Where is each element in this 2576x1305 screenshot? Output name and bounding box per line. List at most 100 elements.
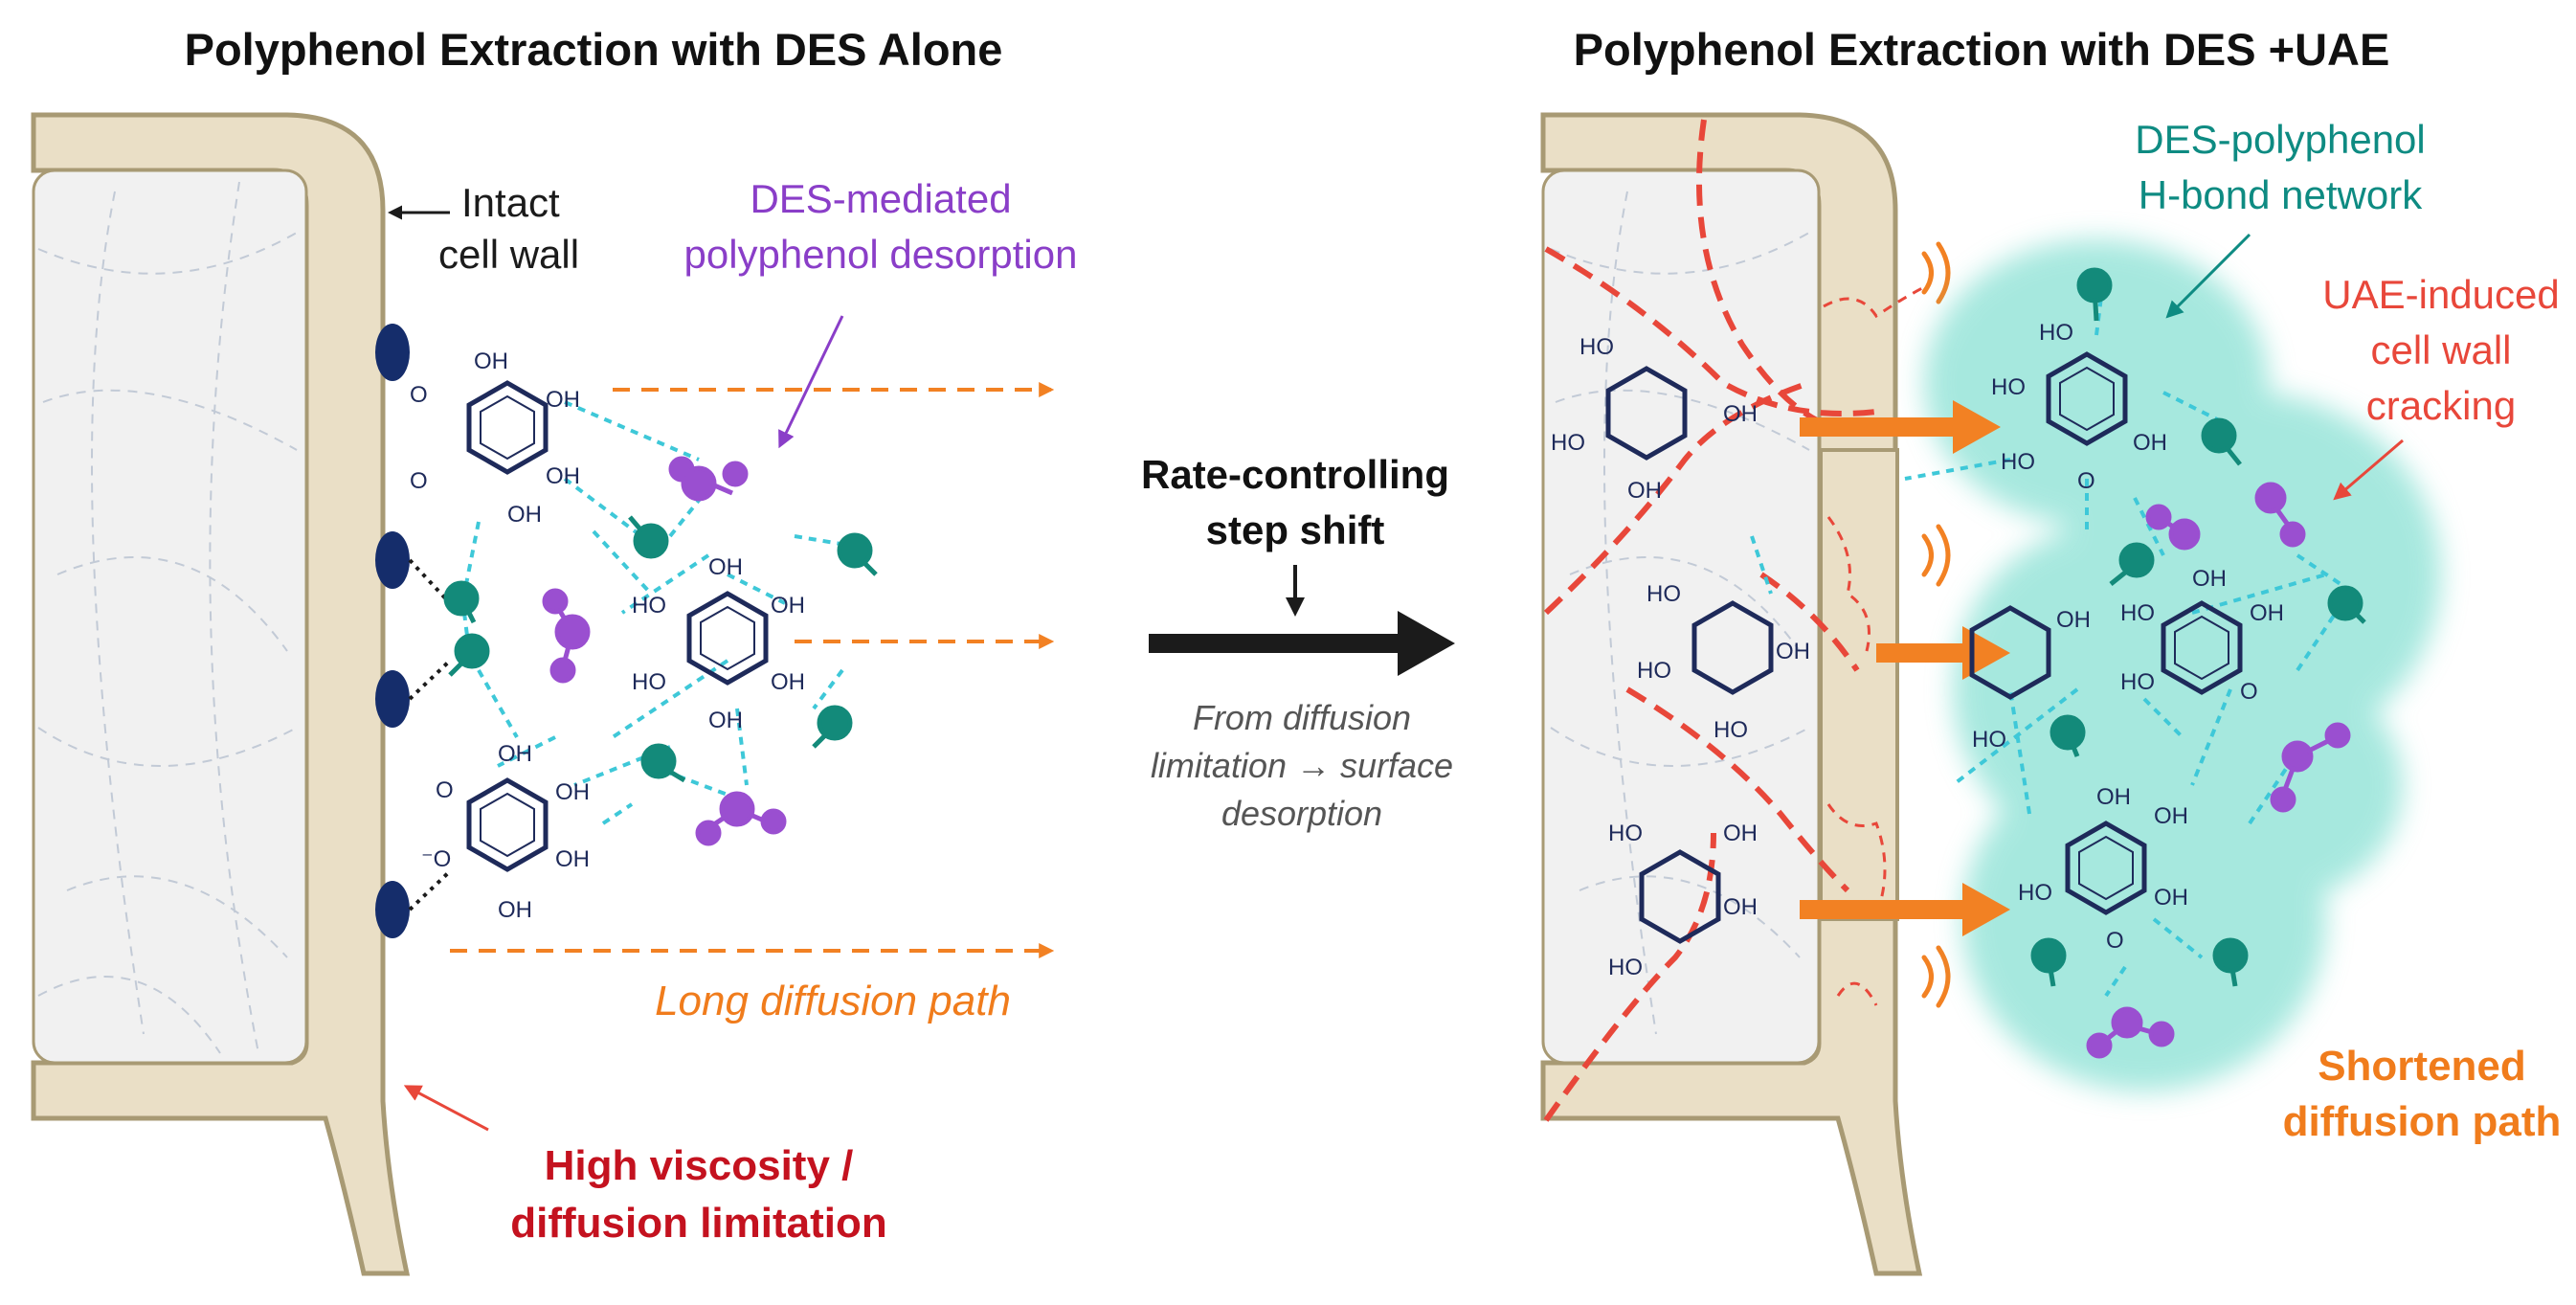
svg-text:OH: OH (771, 593, 805, 619)
svg-text:OH: OH (555, 846, 590, 872)
des-teal-molecules (2030, 267, 2366, 987)
svg-text:O: O (2240, 679, 2258, 705)
left-cytoskeleton (37, 181, 302, 1054)
svg-text:OH: OH (2250, 600, 2284, 626)
svg-text:OH: OH (1627, 478, 1662, 504)
h-bond-network-arrow (2165, 233, 2251, 319)
shortened-diffusion-arrows (1800, 400, 2010, 936)
svg-text:HO: HO (2120, 669, 2155, 695)
uae-cell-wall-cracks (1543, 119, 1877, 1122)
polyphenol-molecule: OH OH HO HO O (2120, 566, 2284, 705)
des-polyphenol-network-cloud (1924, 239, 2441, 1091)
left-panel-title: Polyphenol Extraction with DES Alone (185, 24, 1003, 75)
svg-text:HO: HO (2039, 320, 2073, 346)
svg-text:OH: OH (498, 897, 532, 923)
uae-cracking-label-3: cracking (2366, 383, 2516, 428)
h-bond-network-label-2: H-bond network (2139, 172, 2423, 217)
svg-text:OH: OH (1723, 821, 1758, 846)
des-desorption-label-2: polyphenol desorption (684, 232, 1078, 277)
svg-text:O: O (2077, 468, 2095, 494)
from-diffusion-label-3: desorption (1221, 794, 1382, 833)
des-desorption-label-1: DES-mediated (750, 176, 1011, 221)
polyphenol-molecule: HO OH OH HO (1608, 821, 1758, 980)
svg-text:OH: OH (546, 387, 580, 413)
svg-text:HO: HO (632, 669, 666, 695)
svg-text:O: O (2106, 928, 2124, 954)
svg-text:OH: OH (708, 708, 743, 733)
svg-text:OH: OH (474, 349, 508, 374)
svg-text:OH: OH (1723, 401, 1758, 427)
left-cytoplasm (32, 169, 308, 1065)
svg-text:OH: OH (2192, 566, 2227, 592)
svg-text:O: O (410, 382, 428, 408)
rate-step-label-1: Rate-controlling (1141, 452, 1449, 497)
uae-cracking-arrow (2333, 439, 2404, 501)
svg-text:OH: OH (507, 502, 542, 528)
svg-text:OH: OH (498, 741, 532, 767)
center-transition: Rate-controlling step shift From diffusi… (1141, 452, 1455, 833)
svg-text:OH: OH (2096, 784, 2131, 810)
right-h-bond-network (1750, 296, 2357, 998)
svg-text:OH: OH (2056, 607, 2091, 633)
uae-cracking-label-2: cell wall (2370, 327, 2511, 372)
des-teal-molecules (443, 515, 878, 783)
svg-text:HO: HO (1637, 658, 1671, 684)
des-desorption-arrow (778, 315, 844, 449)
h-bond-network-label-1: DES-polyphenol (2135, 117, 2426, 162)
polyphenol-molecule: OH HO (1969, 605, 2091, 753)
viscosity-label-2: diffusion limitation (510, 1200, 887, 1247)
shortened-path-label-1: Shortened (2318, 1043, 2526, 1090)
des-purple-molecules (2086, 482, 2351, 1059)
svg-text:HO: HO (1608, 955, 1643, 980)
intact-wall-label-1: Intact (461, 180, 560, 225)
polyphenol-molecule: OH OH OH OH O O (410, 349, 580, 528)
svg-text:OH: OH (2154, 885, 2188, 911)
polyphenol-molecule: OH OH OH HO O (2018, 784, 2188, 954)
svg-text:OH: OH (771, 669, 805, 695)
svg-text:HO: HO (2120, 600, 2155, 626)
from-diffusion-label-2: limitation → surface (1151, 746, 1453, 785)
svg-text:OH: OH (1723, 894, 1758, 920)
svg-text:OH: OH (1776, 639, 1810, 664)
right-panel-title: Polyphenol Extraction with DES +UAE (1574, 24, 2390, 75)
uae-cracking-label-1: UAE-induced (2322, 272, 2559, 317)
intact-wall-label-2: cell wall (438, 232, 579, 277)
shortened-path-label-2: diffusion path (2283, 1098, 2562, 1145)
viscosity-arrow (403, 1085, 489, 1132)
svg-text:OH: OH (546, 463, 580, 489)
viscosity-label-1: High viscosity / (545, 1142, 854, 1189)
rate-step-label-2: step shift (1206, 507, 1385, 552)
svg-text:OH: OH (2154, 803, 2188, 829)
transition-arrow (1149, 611, 1455, 676)
left-diffusion-arrows (450, 382, 1055, 958)
svg-text:HO: HO (1714, 717, 1748, 743)
svg-text:O: O (410, 468, 428, 494)
svg-text:OH: OH (708, 554, 743, 580)
polyphenol-molecule: OH OH OH OH O ⁻O (421, 741, 590, 923)
polyphenol-molecule: HO HO HO OH O (1991, 320, 2167, 494)
right-panel: HO HO OH OH HO HO OH HO HO OH OH HO (1540, 112, 2562, 1276)
right-cytoskeleton (1550, 191, 1815, 1035)
wall-bonds (408, 558, 452, 911)
svg-text:HO: HO (1646, 581, 1681, 607)
polyphenol-molecule: HO HO OH OH (1551, 334, 1758, 504)
svg-text:HO: HO (1551, 430, 1585, 456)
svg-text:OH: OH (2133, 430, 2167, 456)
svg-text:HO: HO (2018, 880, 2052, 906)
svg-text:⁻O: ⁻O (421, 846, 451, 872)
from-diffusion-label-1: From diffusion (1193, 698, 1411, 737)
svg-text:O: O (436, 777, 454, 803)
long-diffusion-path-label: Long diffusion path (655, 978, 1011, 1024)
ultrasound-waves (1921, 241, 1951, 1008)
svg-text:HO: HO (1991, 374, 2026, 400)
svg-text:HO: HO (632, 593, 666, 619)
svg-text:HO: HO (2001, 449, 2035, 475)
wall-binding-sites (375, 324, 410, 938)
svg-text:HO: HO (1579, 334, 1614, 360)
uae-hairline-cracks (1823, 285, 1925, 1006)
svg-text:HO: HO (1972, 727, 2006, 753)
svg-text:OH: OH (555, 779, 590, 805)
svg-text:HO: HO (1608, 821, 1643, 846)
des-purple-molecules (542, 456, 787, 846)
